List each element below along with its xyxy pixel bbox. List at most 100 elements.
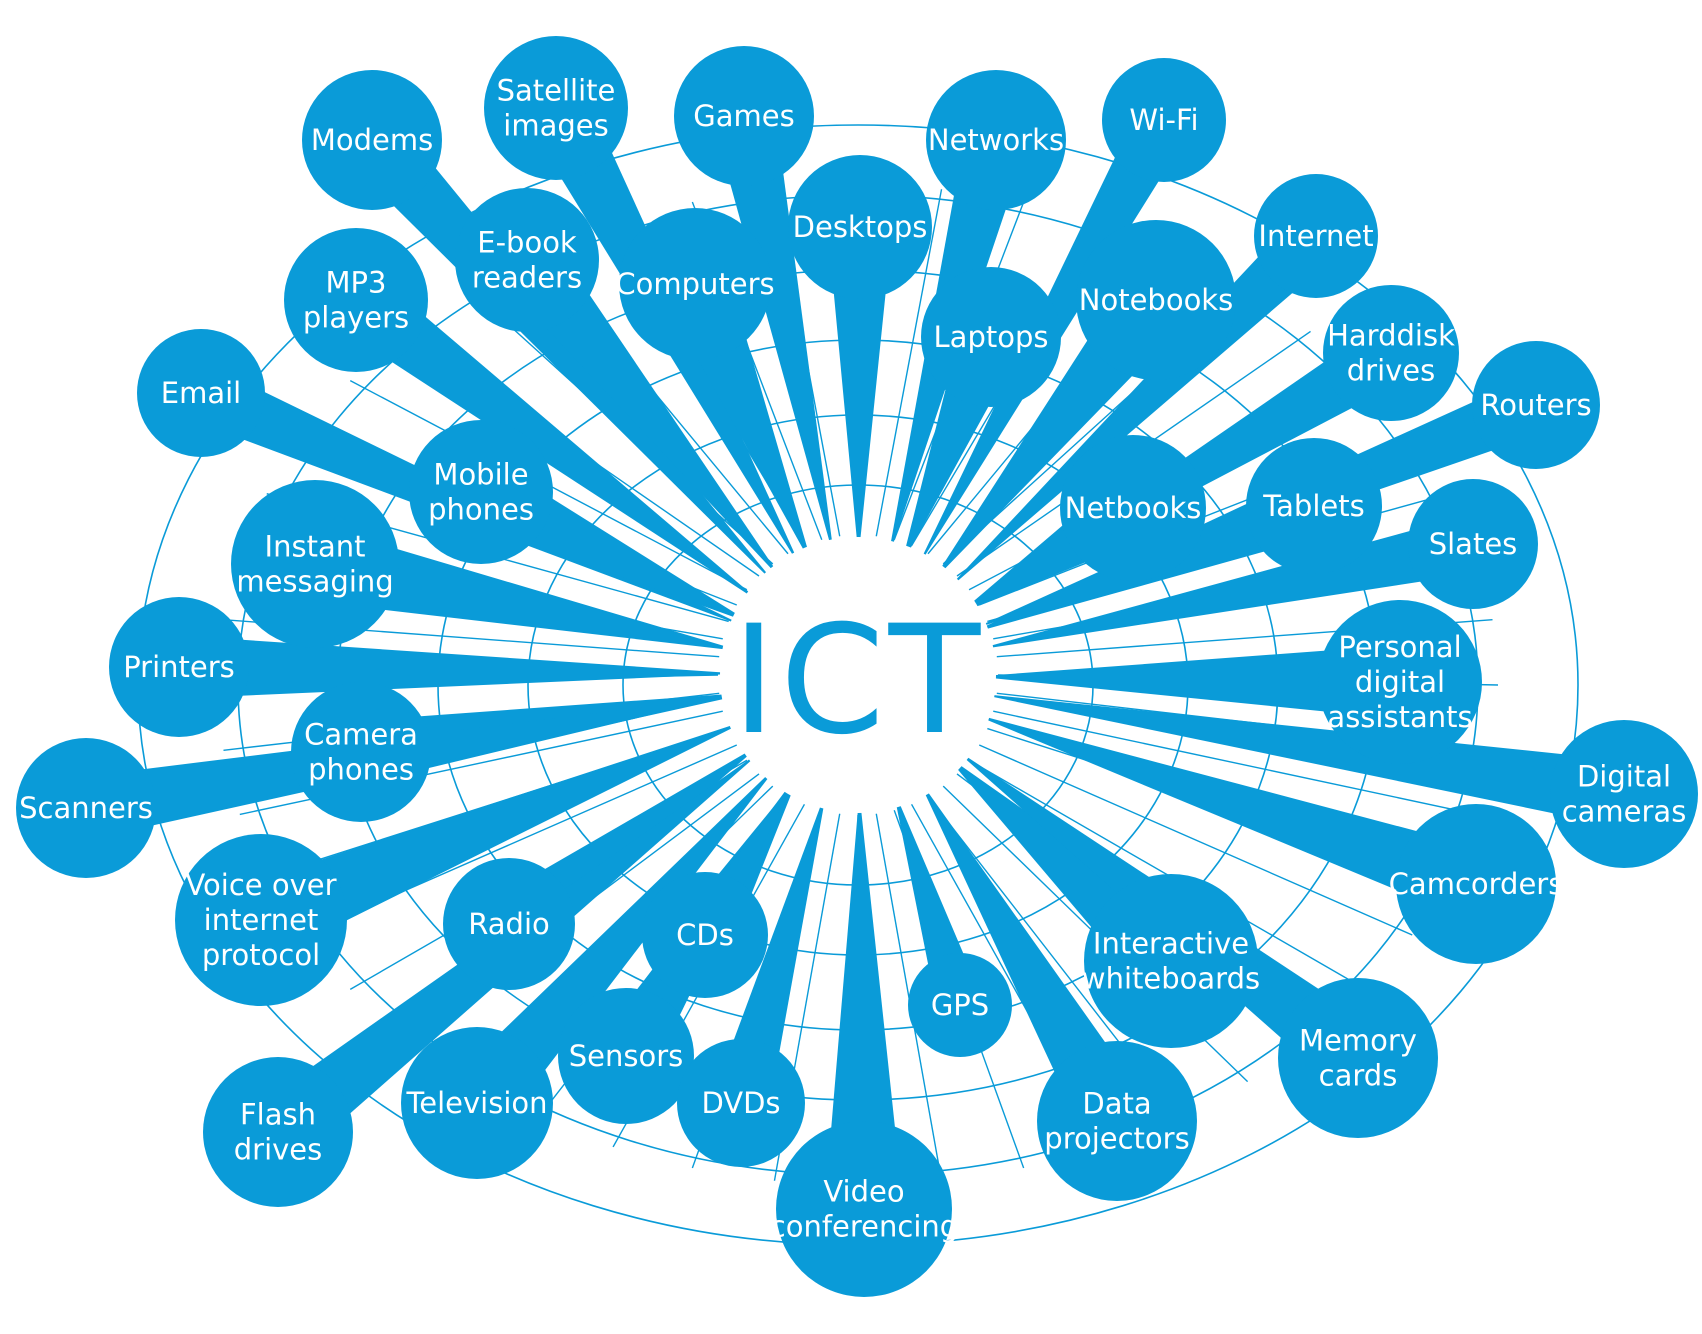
center-title: ICT (732, 594, 985, 768)
node-label: Netbooks (1065, 491, 1202, 525)
node-label: Scanners (19, 791, 153, 825)
spoke-mp3-players (336, 274, 764, 605)
spoke-television (451, 763, 780, 1126)
node-bubble (642, 872, 768, 998)
node-bubble (484, 36, 628, 180)
spoke-personal-digital-assistants (975, 645, 1401, 719)
node-bubble (284, 228, 428, 372)
node-label: Computers (615, 267, 774, 301)
node-bubble (677, 1039, 805, 1167)
node-label: Interactive (1093, 927, 1249, 961)
node-label: Data (1082, 1087, 1151, 1121)
node-networks: Networks (926, 70, 1066, 210)
node-cds: CDs (642, 872, 768, 998)
node-label: Notebooks (1079, 283, 1233, 317)
spoke-desktops (827, 226, 893, 558)
node-label: protocol (202, 938, 320, 972)
node-label: conferencing (770, 1210, 958, 1244)
spoke-video-conferencing (824, 792, 904, 1210)
node-tablets: Tablets (1246, 438, 1382, 574)
node-label: cameras (1562, 795, 1687, 829)
node-label: Games (693, 99, 794, 133)
spoke-games (713, 109, 835, 560)
node-printers: Printers (109, 597, 249, 737)
node-label: Harddisk (1327, 319, 1455, 353)
node-internet: Internet (1254, 174, 1378, 298)
node-bubble (1408, 479, 1538, 609)
node-routers: Routers (1472, 341, 1600, 469)
node-bubble (203, 1057, 353, 1207)
node-bubble (619, 208, 771, 360)
node-notebooks: Notebooks (1076, 220, 1236, 380)
node-label: Networks (928, 123, 1064, 157)
node-label: readers (472, 261, 582, 295)
node-label: Video (823, 1175, 904, 1209)
node-label: Camcorders (1389, 867, 1564, 901)
node-bubble (409, 420, 553, 564)
node-bubble (1254, 174, 1378, 298)
node-label: projectors (1044, 1122, 1189, 1156)
node-label: Personal (1338, 630, 1461, 664)
node-bubble (401, 1027, 553, 1179)
node-bubble (291, 682, 431, 822)
grid-spoke (875, 189, 943, 537)
node-label: messaging (236, 565, 393, 599)
spoke-e-book-readers (501, 239, 785, 583)
node-label: Laptops (934, 320, 1049, 354)
node-label: Email (161, 376, 241, 410)
node-label: Sensors (569, 1039, 684, 1073)
node-bubble (1278, 978, 1438, 1138)
node-bubble (1396, 804, 1556, 964)
node-email: Email (137, 329, 265, 457)
node-bubble (1076, 220, 1236, 380)
node-bubble (558, 988, 694, 1124)
node-label: Radio (468, 907, 550, 941)
grid-spoke (993, 710, 1477, 816)
node-television: Television (401, 1027, 553, 1179)
spoke-digital-cameras (974, 693, 1630, 827)
node-label: cards (1319, 1059, 1398, 1093)
node-camcorders: Camcorders (1389, 804, 1564, 964)
node-dvds: DVDs (677, 1039, 805, 1167)
node-bubble (1550, 720, 1698, 868)
node-label: DVDs (701, 1086, 780, 1120)
node-label: MP3 (326, 266, 387, 300)
node-label: Television (405, 1086, 547, 1120)
node-bubble (776, 1121, 952, 1297)
node-label: Desktops (793, 210, 928, 244)
node-modems: Modems (302, 70, 442, 210)
node-label: E-book (477, 226, 577, 260)
node-bubble (908, 953, 1012, 1057)
node-sensors: Sensors (558, 988, 694, 1124)
node-bubble (231, 480, 399, 648)
node-bubble (1060, 435, 1206, 581)
node-label: Memory (1299, 1024, 1417, 1058)
node-computers: Computers (615, 208, 775, 360)
node-bubble (926, 70, 1066, 210)
node-bubble (175, 834, 347, 1006)
node-slates: Slates (1408, 479, 1538, 609)
node-label: images (503, 109, 608, 143)
spoke-voice-over-internet-protocol (246, 719, 749, 956)
node-label: Voice over (185, 868, 336, 902)
node-bubble (137, 329, 265, 457)
node-desktops: Desktops (788, 155, 932, 299)
node-bubble (1318, 600, 1482, 764)
node-label: digital (1355, 665, 1445, 699)
node-label: Routers (1480, 388, 1591, 422)
node-bubble (674, 46, 814, 186)
node-label: Printers (123, 650, 235, 684)
node-label: Camera (304, 718, 418, 752)
node-label: GPS (931, 988, 989, 1022)
